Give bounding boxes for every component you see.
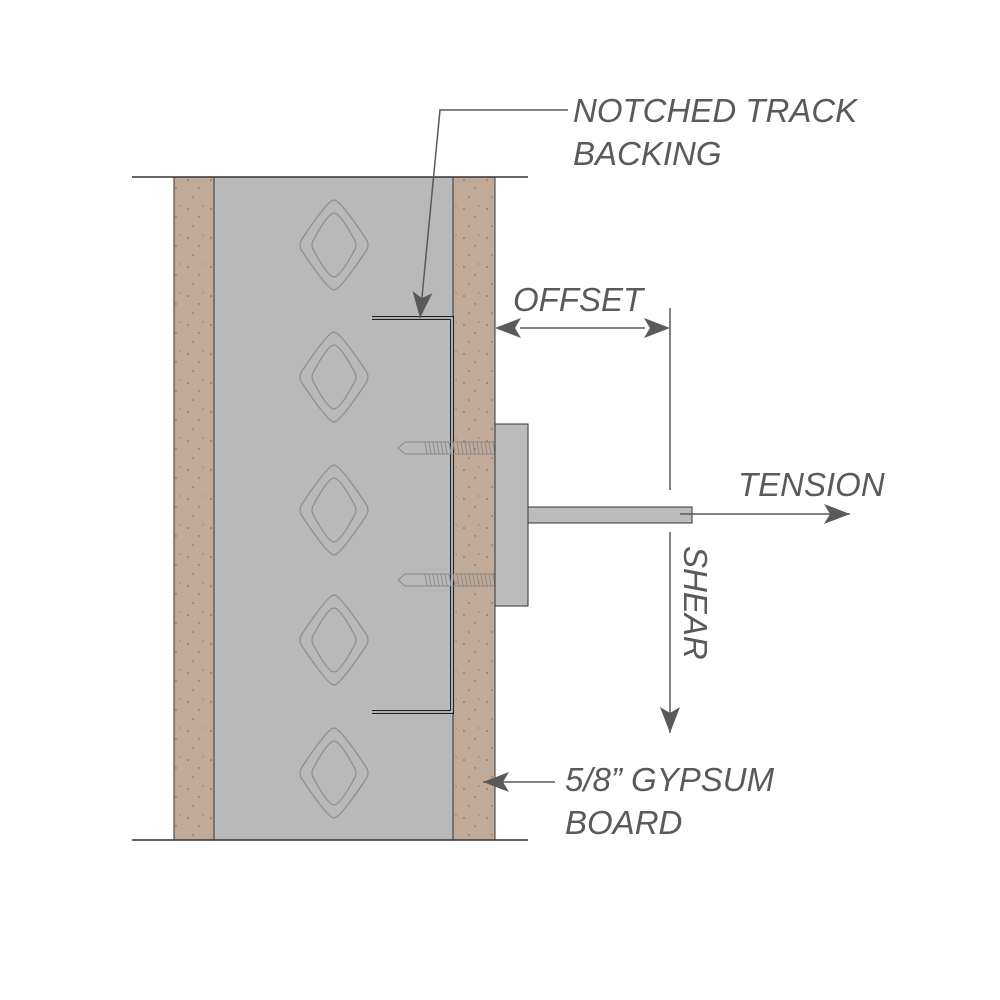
notched-track-label-2: BACKING [573,135,722,172]
anchor-plate [494,423,529,607]
insulation-cavity [213,176,454,841]
insulation-diamond [311,607,357,673]
insulation-diamond [299,727,369,819]
insulation-diamond [299,464,369,556]
insulation-diamond [299,199,369,291]
shear-label: SHEAR [677,546,714,660]
insulation-pattern [299,199,369,819]
tension-label: TENSION [738,466,885,503]
notched-track-label: NOTCHED TRACK [573,92,859,129]
anchor-rod [527,506,693,524]
insulation-diamond [299,594,369,686]
insulation-diamond [311,740,357,806]
gypsum-label: 5/8” GYPSUM [565,761,775,798]
gypsum-label-2: BOARD [565,804,682,841]
offset-arrowhead-left [495,318,521,338]
right-gypsum-board [452,176,496,841]
insulation-diamond [311,344,357,410]
insulation-diamond [311,212,357,278]
insulation-diamond [311,477,357,543]
offset-arrowhead-right [644,318,670,338]
notched-track-leader [412,109,568,319]
insulation-diamond [299,331,369,423]
offset-label: OFFSET [513,281,646,318]
left-gypsum-board [173,176,215,841]
